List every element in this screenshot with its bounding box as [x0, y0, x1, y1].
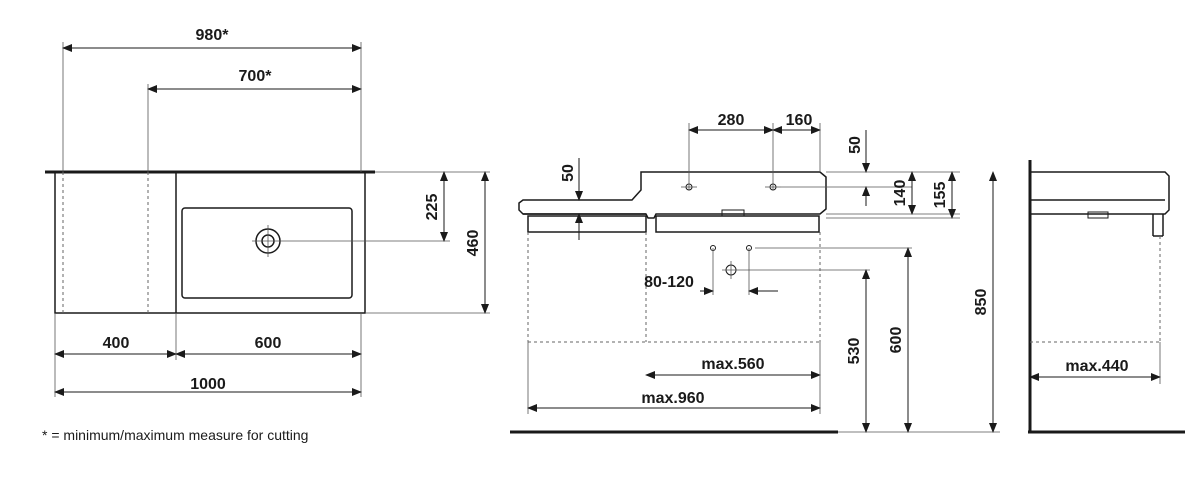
- dim-140-label: 140: [892, 180, 909, 207]
- dim-160-label: 160: [786, 112, 813, 129]
- dim-max440-label: max.440: [1065, 358, 1128, 375]
- dim-max960-label: max.960: [641, 390, 704, 407]
- side-overflow: [1087, 211, 1109, 219]
- top-view: 980* 700* 225 460 400 600 1000 * = minim…: [42, 27, 490, 443]
- dim-max560-label: max.560: [701, 356, 764, 373]
- side-basin-profile: [1030, 171, 1170, 215]
- dim-600-label: 600: [255, 335, 282, 352]
- dim-50-right-label: 50: [847, 136, 864, 154]
- front-undercarriage-left: [527, 215, 647, 233]
- front-undercarriage-right: [655, 215, 820, 233]
- overflow-slot: [721, 209, 745, 217]
- footnote: * = minimum/maximum measure for cutting: [42, 427, 308, 443]
- dim-225-label: 225: [424, 194, 441, 221]
- front-basin-profile: [518, 171, 827, 219]
- dim-80-120-label: 80-120: [644, 274, 694, 291]
- dim-400-label: 400: [103, 335, 130, 352]
- basin-outline: [181, 207, 353, 299]
- dim-980-label: 980*: [196, 27, 230, 44]
- dim-530-label: 530: [846, 338, 863, 365]
- dim-50-left-label: 50: [560, 164, 577, 182]
- dim-155-label: 155: [932, 182, 949, 209]
- dim-850-label: 850: [973, 289, 990, 316]
- front-view: 280 160 50 50 140 155 80-120 max.560 max…: [510, 112, 1000, 434]
- dim-460-label: 460: [465, 230, 482, 257]
- side-view: max.440: [1028, 160, 1185, 434]
- dim-700-label: 700*: [239, 68, 273, 85]
- dim-280-label: 280: [718, 112, 745, 129]
- dim-600-front-label: 600: [888, 327, 905, 354]
- dim-1000-label: 1000: [190, 376, 226, 393]
- top-view-outline: [54, 172, 366, 314]
